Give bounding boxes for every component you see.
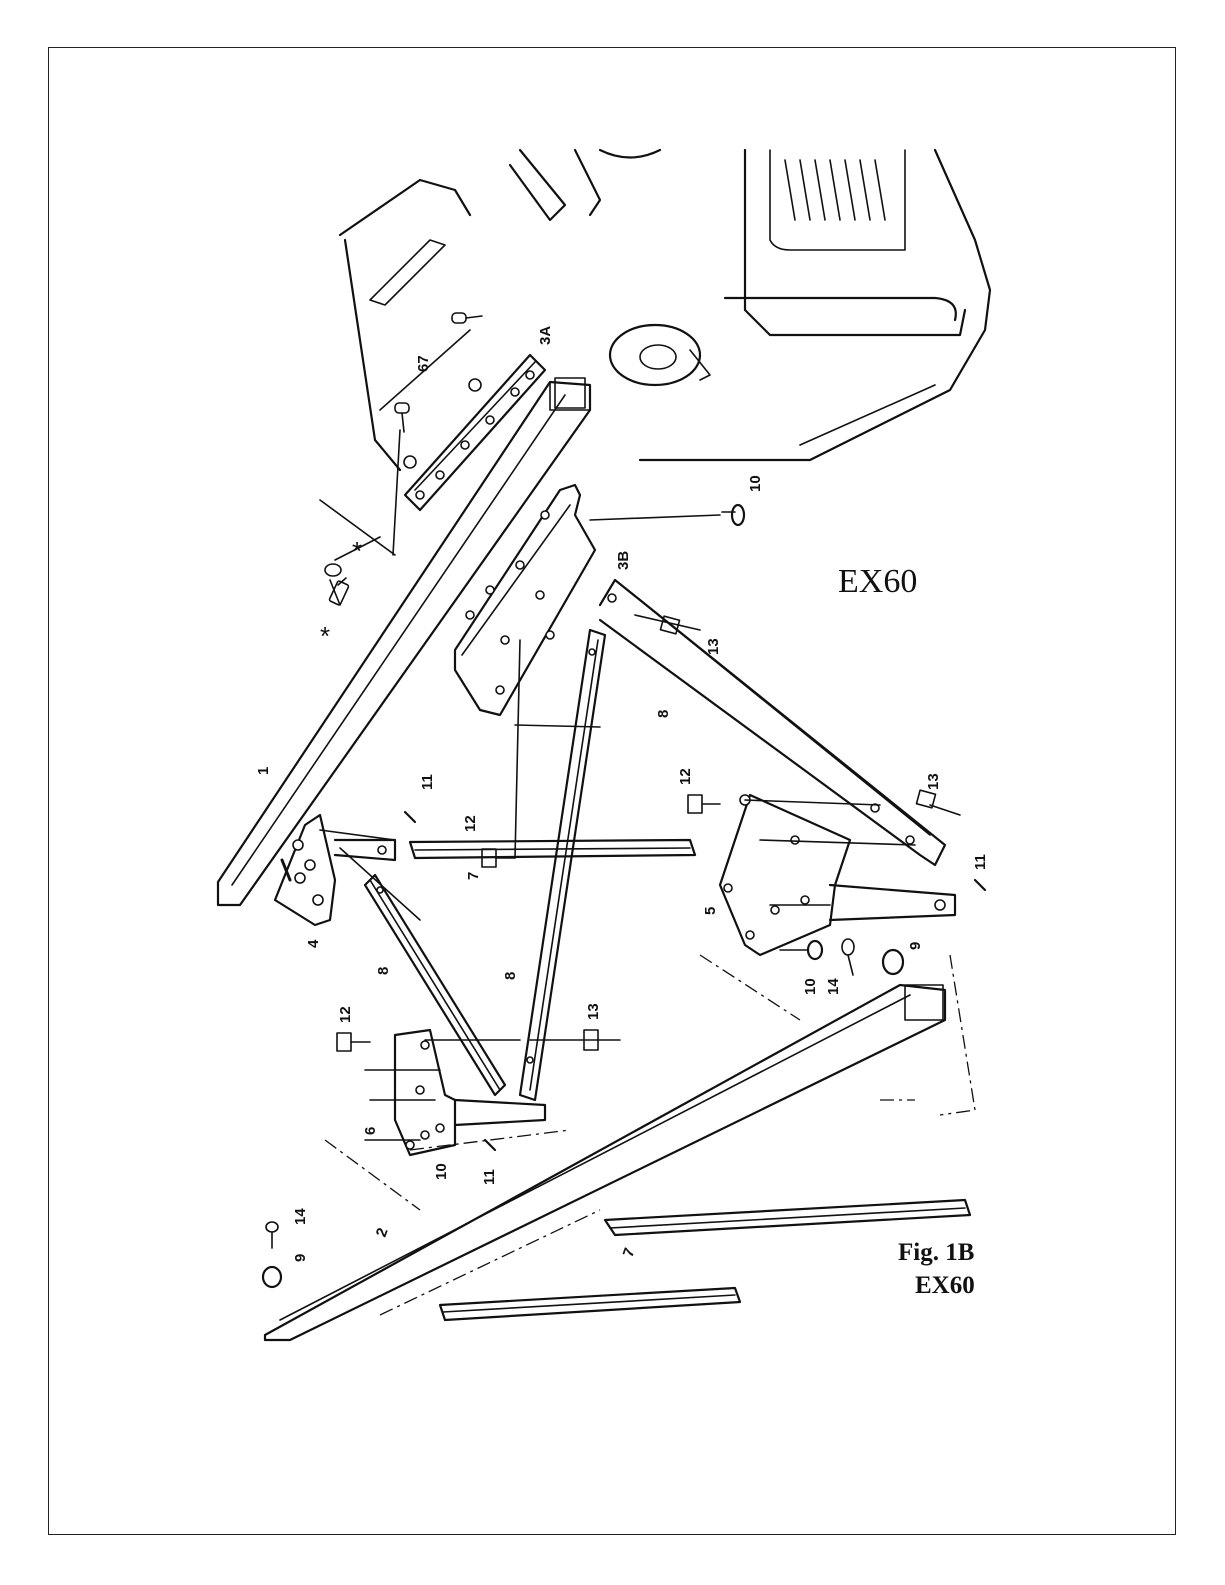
label-part-5: 5 — [702, 907, 719, 915]
label-part-9-right: 9 — [907, 942, 924, 950]
label-part-13-bottom: 13 — [585, 1003, 602, 1020]
label-part-67: 67 — [415, 355, 432, 372]
label-star-lower: * — [320, 621, 330, 651]
label-part-4: 4 — [305, 939, 322, 948]
part-13-nut-lower — [916, 790, 960, 815]
label-part-14-right: 14 — [825, 978, 842, 995]
label-part-3a: 3A — [537, 326, 554, 345]
label-part-3b: 3B — [615, 551, 632, 570]
part-13-nut-upper — [635, 615, 700, 634]
figure-caption-line2: EX60 — [915, 1272, 975, 1299]
label-part-11-upper: 11 — [419, 774, 436, 790]
label-part-9-left: 9 — [292, 1254, 309, 1262]
part-8-strut-left — [365, 875, 505, 1095]
part-4-bracket — [275, 815, 420, 925]
figure-caption-line1: Fig. 1B — [898, 1239, 974, 1266]
label-part-12-center: 12 — [462, 815, 479, 832]
label-part-12-left: 12 — [337, 1006, 354, 1023]
label-part-10-left: 10 — [433, 1163, 450, 1180]
part-11-screw — [405, 812, 985, 1150]
label-part-7-center: 7 — [465, 872, 482, 880]
part-5-bracket — [720, 795, 955, 955]
machine-body — [340, 150, 990, 470]
part-10-screw-top — [722, 505, 744, 525]
label-part-10-right: 10 — [802, 978, 819, 995]
label-part-6: 6 — [362, 1127, 379, 1135]
part-7-channel-center — [410, 840, 695, 858]
label-part-11-lower: 11 — [481, 1169, 498, 1185]
part-8-strut-right — [600, 580, 945, 865]
label-part-11-right: 11 — [972, 854, 989, 870]
part-9-foot-left — [263, 1267, 281, 1287]
label-part-14-left: 14 — [292, 1208, 309, 1225]
part-12-bolt-center — [482, 640, 520, 867]
part-12-bolt-right — [688, 795, 720, 813]
part-3b-plate — [455, 485, 720, 727]
label-part-13-upper: 13 — [705, 638, 722, 655]
label-part-10-top: 10 — [747, 475, 764, 492]
label-star-upper: * — [352, 536, 362, 566]
label-part-8-center: 8 — [502, 972, 519, 980]
part-14-screw-left — [266, 1222, 278, 1248]
part-7-channel-lower-2 — [440, 1288, 740, 1320]
label-part-7-lower: 7 — [620, 1246, 639, 1260]
label-part-13-right: 13 — [925, 773, 942, 790]
part-3a-bracket — [404, 355, 545, 510]
part-9-foot-right — [883, 950, 903, 974]
part-1-tube — [218, 378, 590, 905]
label-part-8-right: 8 — [655, 710, 672, 718]
label-part-8-left: 8 — [375, 967, 392, 975]
label-part-1: 1 — [255, 767, 272, 775]
label-part-12-right: 12 — [677, 768, 694, 785]
label-part-2: 2 — [373, 1226, 392, 1240]
part-7-channel-lower-1 — [605, 1200, 970, 1235]
part-2-tube — [265, 985, 945, 1340]
part-14-screw-right — [842, 939, 854, 975]
model-heading: EX60 — [838, 563, 917, 600]
